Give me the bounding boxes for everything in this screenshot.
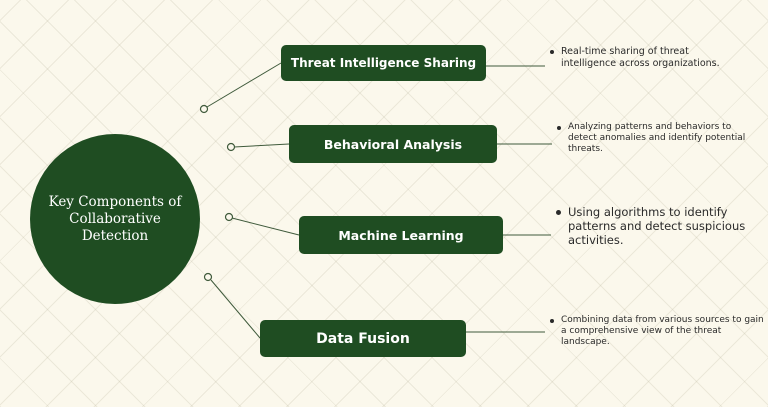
connector-node-data-fusion xyxy=(203,272,213,282)
connector-node-behavioral-analysis xyxy=(226,142,236,152)
description-data-fusion: Combining data from various sources to g… xyxy=(550,315,768,348)
connector-node-machine-learning xyxy=(224,212,234,222)
description-text: Using algorithms to identify patterns an… xyxy=(568,205,746,247)
description-machine-learning: Using algorithms to identify patterns an… xyxy=(556,205,756,247)
connector-line-behavioral-analysis xyxy=(233,143,290,148)
component-label: Behavioral Analysis xyxy=(323,136,463,152)
description-text: Analyzing patterns and behaviors to dete… xyxy=(568,122,746,154)
component-node-data-fusion: Data Fusion xyxy=(260,320,466,357)
description-text: Real-time sharing of threat intelligence… xyxy=(561,46,720,69)
hub-label: Key Components of Collaborative Detectio… xyxy=(48,193,182,244)
description-behavioral-analysis: Analyzing patterns and behaviors to dete… xyxy=(557,122,747,155)
component-node-machine-learning: Machine Learning xyxy=(299,216,503,254)
component-node-behavioral-analysis: Behavioral Analysis xyxy=(289,125,497,163)
connector-line-data-fusion xyxy=(210,279,261,339)
component-node-threat-intelligence-sharing: Threat Intelligence Sharing xyxy=(281,45,486,81)
component-label: Threat Intelligence Sharing xyxy=(290,56,477,70)
description-threat-intelligence-sharing: Real-time sharing of threat intelligence… xyxy=(550,46,740,70)
hub-node: Key Components of Collaborative Detectio… xyxy=(30,134,200,304)
connector-line-threat-intelligence xyxy=(206,62,282,108)
bullet-icon xyxy=(557,126,561,130)
description-text: Combining data from various sources to g… xyxy=(561,315,764,347)
connector-line-machine-learning xyxy=(231,217,300,236)
bullet-icon xyxy=(550,319,554,323)
bullet-icon xyxy=(550,50,554,54)
bullet-icon xyxy=(556,210,561,215)
connector-node-threat-intelligence xyxy=(199,104,209,114)
component-label: Data Fusion xyxy=(316,330,410,347)
component-label: Machine Learning xyxy=(338,227,464,243)
